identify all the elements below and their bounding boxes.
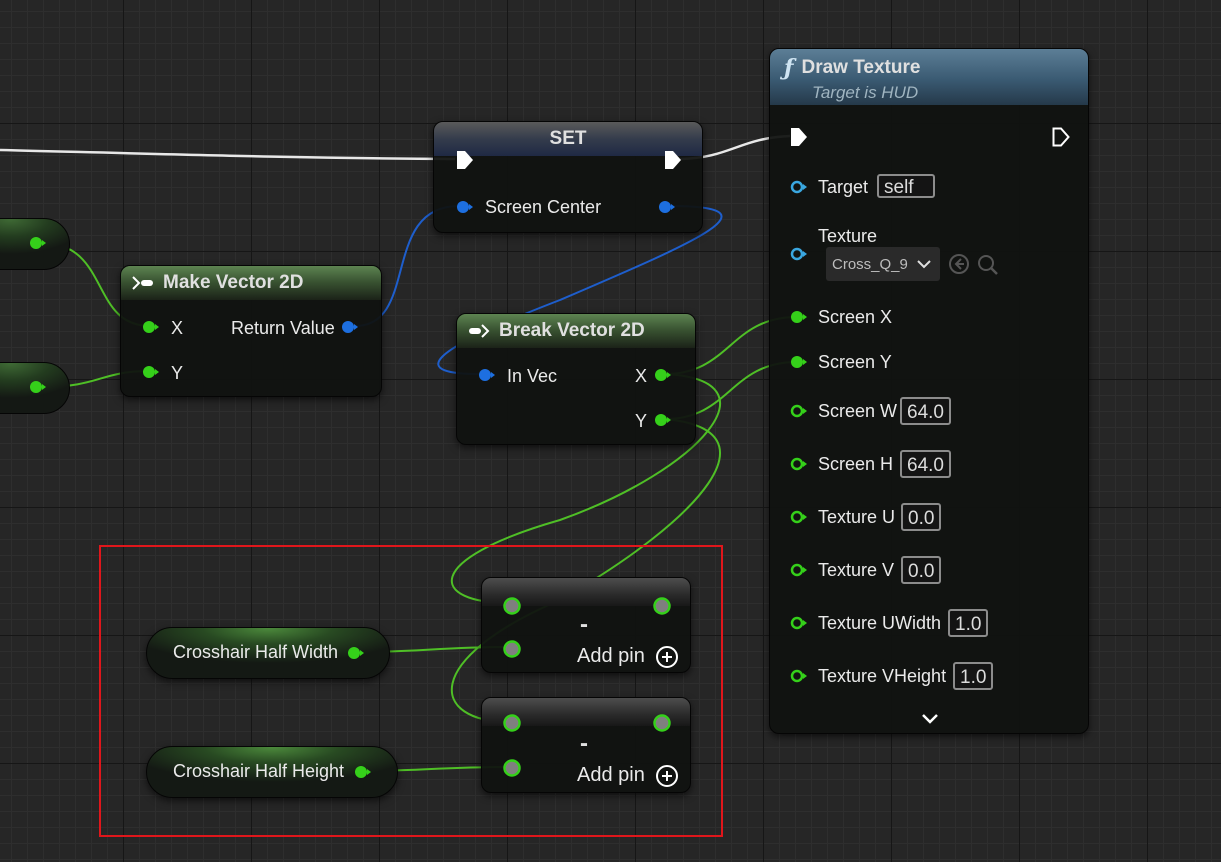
vector-out-pin[interactable] — [657, 200, 675, 214]
result-out-pin[interactable] — [652, 713, 672, 733]
break-vector-title: Break Vector 2D — [499, 320, 645, 341]
screen-w-label: Screen W — [818, 401, 898, 421]
vector-in-pin[interactable] — [455, 200, 473, 214]
make-vector-title: Make Vector 2D — [163, 272, 304, 293]
set-node-title: SET — [549, 128, 587, 149]
crosshair-half-height-label: Crosshair Half Height — [173, 761, 345, 781]
screen-h-label: Screen H — [818, 454, 894, 474]
texture-pin[interactable] — [789, 247, 807, 261]
set-node-header: SET — [434, 122, 702, 156]
b-in-pin[interactable] — [502, 639, 522, 659]
subtract-node-1[interactable]: - Add pin — [481, 577, 691, 673]
exec-in-pin[interactable] — [790, 127, 808, 147]
make-struct-icon — [132, 276, 153, 290]
x-out-pin[interactable] — [653, 368, 671, 382]
make-vector-header: Make Vector 2D — [121, 266, 381, 300]
texture-u-pin[interactable] — [789, 510, 807, 524]
float-out-pin[interactable] — [353, 765, 371, 779]
break-vector-header: Break Vector 2D — [457, 314, 695, 348]
exec-out-pin[interactable] — [664, 150, 682, 170]
add-pin-icon[interactable] — [655, 645, 679, 669]
y-label: Y — [171, 363, 184, 383]
screen-w-value[interactable]: 64.0 — [900, 397, 951, 425]
set-node[interactable]: SET Screen Center — [433, 121, 703, 233]
crosshair-half-height-node[interactable]: Crosshair Half Height — [146, 746, 398, 798]
exec-out-pin[interactable] — [1052, 127, 1070, 147]
y-out-label: Y — [635, 411, 648, 431]
screen-y-pin[interactable] — [789, 355, 807, 369]
texture-value: Cross_Q_9 — [832, 255, 908, 273]
screen-x-pin[interactable] — [789, 310, 807, 324]
texture-v-label: Texture V — [818, 560, 895, 580]
float-out-pin[interactable] — [346, 646, 364, 660]
add-pin-icon[interactable] — [655, 764, 679, 788]
x-label: X — [171, 318, 184, 338]
texture-dropdown[interactable]: Cross_Q_9 — [826, 247, 940, 281]
target-pin[interactable] — [789, 180, 807, 194]
texture-uwidth-pin[interactable] — [789, 616, 807, 630]
variable-node-stub-2[interactable] — [0, 362, 70, 414]
screen-x-label: Screen X — [818, 307, 893, 327]
y-in-pin[interactable] — [141, 365, 159, 379]
crosshair-half-width-node[interactable]: Crosshair Half Width — [146, 627, 390, 679]
float-pin[interactable] — [28, 236, 46, 250]
exec-in-pin[interactable] — [456, 150, 474, 170]
float-wire-y-to-sub2 — [450, 418, 721, 723]
texture-u-label: Texture U — [818, 507, 896, 527]
break-struct-icon — [469, 324, 490, 338]
variable-node-stub-1[interactable] — [0, 218, 70, 270]
search-icon[interactable] — [976, 253, 1000, 277]
function-icon: ƒ — [784, 55, 794, 81]
make-vector-2d-node[interactable]: Make Vector 2D X Y Return Value — [120, 265, 382, 397]
break-vector-2d-node[interactable]: Break Vector 2D In Vec X Y — [456, 313, 696, 445]
add-pin-label[interactable]: Add pin — [577, 764, 645, 786]
texture-uwidth-value[interactable]: 1.0 — [948, 609, 989, 637]
expand-chevron-icon[interactable] — [920, 712, 940, 726]
draw-texture-header: ƒ Draw Texture Target is HUD — [770, 49, 1088, 105]
in-vec-pin[interactable] — [477, 368, 495, 382]
texture-vheight-label: Texture VHeight — [818, 666, 947, 686]
texture-vheight-pin[interactable] — [789, 669, 807, 683]
b-in-pin[interactable] — [502, 758, 522, 778]
screen-h-value[interactable]: 64.0 — [900, 450, 951, 478]
x-in-pin[interactable] — [141, 320, 159, 334]
texture-v-pin[interactable] — [789, 563, 807, 577]
in-vec-label: In Vec — [507, 366, 558, 386]
y-out-pin[interactable] — [653, 413, 671, 427]
a-in-pin[interactable] — [502, 596, 522, 616]
crosshair-half-width-label: Crosshair Half Width — [173, 642, 339, 662]
exec-wire-in — [0, 148, 456, 161]
x-out-label: X — [635, 366, 648, 386]
texture-label: Texture — [818, 226, 878, 246]
screen-w-pin[interactable] — [789, 404, 807, 418]
return-value-label: Return Value — [231, 318, 335, 338]
target-value[interactable]: self — [877, 174, 935, 198]
texture-vheight-value[interactable]: 1.0 — [953, 662, 994, 690]
dropdown-chevron-icon — [917, 260, 931, 269]
return-value-pin[interactable] — [340, 320, 358, 334]
texture-uwidth-label: Texture UWidth — [818, 613, 942, 633]
screen-h-pin[interactable] — [789, 457, 807, 471]
texture-u-value[interactable]: 0.0 — [901, 503, 942, 531]
subtract-symbol: - — [580, 611, 588, 638]
screen-y-label: Screen Y — [818, 352, 892, 372]
browse-arrow-icon[interactable] — [948, 253, 970, 275]
texture-v-value[interactable]: 0.0 — [901, 556, 942, 584]
result-out-pin[interactable] — [652, 596, 672, 616]
subtract-symbol: - — [580, 730, 588, 757]
add-pin-label[interactable]: Add pin — [577, 645, 645, 667]
a-in-pin[interactable] — [502, 713, 522, 733]
draw-texture-subtitle: Target is HUD — [812, 83, 919, 102]
target-label: Target — [818, 177, 869, 197]
draw-texture-node[interactable]: ƒ Draw Texture Target is HUD Target self… — [769, 48, 1089, 734]
subtract-node-2[interactable]: - Add pin — [481, 697, 691, 793]
draw-texture-title: Draw Texture — [801, 57, 921, 78]
screen-center-label: Screen Center — [485, 197, 602, 217]
float-pin[interactable] — [28, 380, 46, 394]
